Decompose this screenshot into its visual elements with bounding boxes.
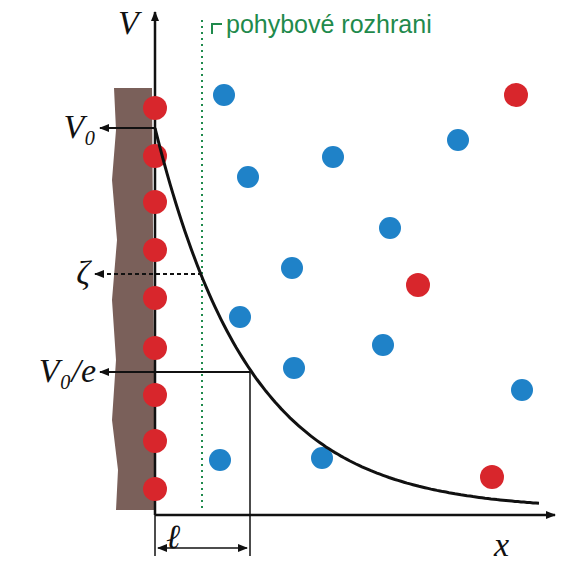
slip-plane-label: pohybové rozhrani [226,12,432,37]
potential-label: V₀ [63,110,96,144]
axis-label: V [118,6,139,40]
positive-ions [143,83,528,501]
potential-curve [155,128,539,503]
potential-label: V₀/e [39,354,96,388]
length-label: ℓ [166,520,180,554]
negative-ions [209,84,533,471]
zeta-label: ζ [76,256,90,290]
axis-label: x [494,528,509,562]
